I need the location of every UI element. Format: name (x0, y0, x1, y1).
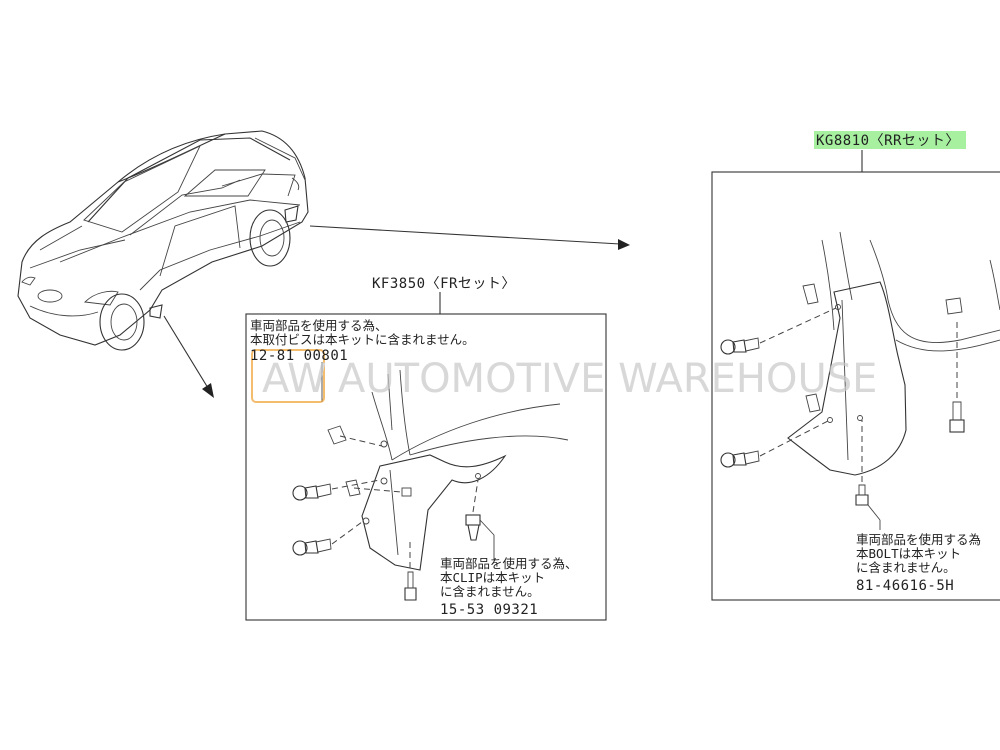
screw-icon (292, 538, 332, 556)
rear-bolt-note-line1: 車両部品を使用する為 (856, 532, 981, 547)
arrow-to-rear-kit (309, 225, 630, 250)
rear-bolt-part-number: 81-46616-5H (856, 578, 954, 594)
front-clip-note-line3: に含まれません。 (440, 584, 540, 599)
bolt-icon (855, 484, 869, 506)
rear-bolt-note-line3: に含まれません。 (856, 560, 956, 575)
front-clip-note-line1: 車両部品を使用する為、 (440, 556, 578, 571)
screw-icon (292, 483, 332, 501)
car-illustration (17, 130, 309, 351)
clip-icon (465, 514, 481, 541)
watermark: AW AUTOMOTIVE WAREHOUSE (251, 349, 877, 403)
bolt-icon (404, 571, 417, 601)
front-screw-note-line1: 車両部品を使用する為、 (250, 318, 388, 333)
watermark-logo-frame (251, 349, 325, 403)
front-clip-note-line2: 本CLIPは本キット (440, 570, 545, 585)
screw-icon (720, 450, 760, 468)
front-screw-part-number: 12-81 00801 (250, 348, 348, 364)
front-clip-part-number: 15-53 09321 (440, 602, 538, 618)
watermark-brand: AUTOMOTIVE WAREHOUSE (338, 356, 877, 402)
watermark-logo: AW (262, 356, 327, 402)
front-kit-panel (245, 292, 607, 621)
screw-icon (720, 337, 760, 355)
part-number-highlight (814, 131, 966, 149)
arrow-to-front-kit (163, 315, 214, 398)
rear-kit-panel (711, 131, 1000, 601)
rear-bolt-note-line2: 本BOLTは本キット (856, 546, 961, 561)
front-screw-note-line2: 本取付ビスは本キットに含まれません。 (250, 332, 475, 347)
front-kit-part-number: KF3850〈FRセット〉 (372, 276, 516, 292)
bolt-icon (949, 401, 965, 433)
rear-kit-part-number: KG8810〈RRセット〉 (816, 133, 960, 149)
